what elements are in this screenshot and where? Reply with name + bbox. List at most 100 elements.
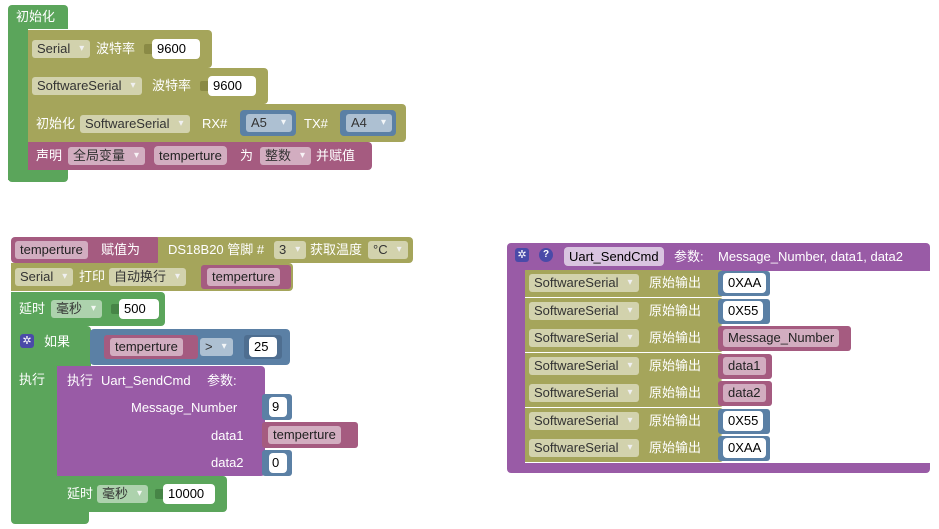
raw-output-value[interactable]: 0X55 (723, 300, 764, 321)
raw-output-value[interactable]: 0XAA (723, 273, 767, 293)
arg-name-data2: data2 (211, 455, 244, 470)
arg-name-data1: data1 (211, 428, 244, 443)
arg-number-block[interactable]: 0 (262, 450, 292, 476)
arg-var-block[interactable]: temperture (262, 422, 358, 448)
raw-output-block[interactable]: SoftwareSerial 原始输出 (525, 380, 723, 407)
arg-message-number-field[interactable]: 9 (269, 397, 287, 417)
setup-hat-label: 初始化 (16, 9, 56, 24)
raw-output-label: 原始输出 (649, 385, 702, 400)
compare-operator-dropdown[interactable]: > (200, 338, 233, 356)
raw-output-port-dropdown[interactable]: SoftwareSerial (529, 356, 639, 375)
temp-unit-dropdown[interactable]: °C (368, 241, 408, 259)
call-name-label: Uart_SendCmd (101, 373, 191, 388)
delay-label: 延时 (19, 301, 46, 316)
raw-output-block[interactable]: SoftwareSerial原始输出 (525, 270, 723, 297)
raw-output-var-block[interactable]: data2 (718, 381, 772, 406)
raw-output-value[interactable]: Message_Number (723, 329, 840, 347)
compare-value-field[interactable]: 25 (249, 337, 277, 357)
softserial-baud-field[interactable]: 9600 (208, 76, 256, 96)
serial-baud-field[interactable]: 9600 (152, 39, 200, 59)
serial-print-block[interactable]: Serial 打印 自动换行 temperture (11, 263, 293, 291)
assign-label: 并赋值 (316, 148, 356, 163)
arg-number-block[interactable]: 9 (262, 394, 292, 420)
compare-variable[interactable]: temperture (110, 338, 183, 356)
inner-delay-label: 延时 (67, 486, 94, 501)
input-notch (155, 489, 163, 499)
softserial-init-block[interactable]: 初始化 SoftwareSerial RX# A5 TX# A4 (28, 104, 406, 142)
inner-delay-block[interactable]: 延时 毫秒 10000 (57, 476, 227, 512)
compare-block[interactable]: temperture > 25 (90, 329, 290, 365)
raw-output-value[interactable]: 0X55 (723, 410, 764, 431)
gear-icon[interactable]: ✲ (20, 334, 34, 348)
raw-output-block[interactable]: SoftwareSerial 原始输出 (525, 435, 723, 462)
arg-data2-field[interactable]: 0 (269, 453, 287, 473)
assign-variable-block[interactable]: temperture 赋值为 (11, 237, 161, 263)
procedure-call-block[interactable]: 执行 Uart_SendCmd 参数: Message_Number data1… (57, 366, 265, 476)
delay-unit-dropdown[interactable]: 毫秒 (51, 300, 103, 318)
delay-value-field[interactable]: 500 (119, 299, 159, 319)
tx-pin-dropdown[interactable]: A4 (346, 114, 392, 132)
if-label: 如果 (44, 334, 71, 349)
raw-output-label: 原始输出 (649, 440, 702, 455)
print-variable[interactable]: temperture (207, 268, 280, 286)
serial-port-dropdown[interactable]: Serial (32, 40, 91, 58)
procedure-params-label: 参数: (674, 249, 704, 264)
raw-output-var-block[interactable]: data1 (718, 353, 772, 379)
print-var-block[interactable]: temperture (201, 265, 291, 289)
variable-name-field[interactable]: temperture (154, 146, 227, 165)
input-notch (200, 81, 208, 91)
gear-icon[interactable]: ✲ (515, 248, 529, 262)
raw-output-port-dropdown[interactable]: SoftwareSerial (529, 301, 639, 320)
raw-output-port-dropdown[interactable]: SoftwareSerial (529, 411, 639, 430)
softserial-init-port-dropdown[interactable]: SoftwareSerial (80, 115, 190, 133)
call-params-label: 参数: (207, 373, 237, 388)
scope-dropdown[interactable]: 全局变量 (68, 147, 146, 165)
call-exec-label: 执行 (67, 373, 94, 388)
raw-output-port-dropdown[interactable]: SoftwareSerial (529, 329, 639, 347)
raw-output-hex-block[interactable]: 0XAA (718, 271, 770, 296)
raw-output-hex-block[interactable]: 0X55 (718, 298, 770, 324)
rx-pin-block[interactable]: A5 (240, 110, 296, 136)
type-dropdown[interactable]: 整数 (260, 147, 312, 165)
inner-delay-value-field[interactable]: 10000 (163, 484, 215, 504)
declare-variable-block[interactable]: 声明 全局变量 temperture 为 整数 并赋值 (28, 142, 372, 170)
serial-baud-block[interactable]: Serial 波特率 9600 (28, 30, 212, 68)
raw-output-port-dropdown[interactable]: SoftwareSerial (529, 439, 639, 457)
ds18b20-pin-dropdown[interactable]: 3 (274, 241, 307, 259)
print-mode-dropdown[interactable]: 自动换行 (109, 268, 187, 286)
ds18b20-read-block[interactable]: DS18B20 管脚 # 3 获取温度 °C (158, 237, 413, 263)
raw-output-port-dropdown[interactable]: SoftwareSerial (529, 384, 639, 402)
inner-delay-unit-dropdown[interactable]: 毫秒 (97, 485, 149, 503)
raw-output-var-block[interactable]: Message_Number (718, 326, 851, 351)
raw-output-value[interactable]: data1 (723, 356, 766, 375)
raw-output-block[interactable]: SoftwareSerial 原始输出 (525, 297, 723, 325)
raw-output-hex-block[interactable]: 0X55 (718, 408, 770, 434)
raw-output-block[interactable]: SoftwareSerial原始输出 (525, 352, 723, 380)
compare-number-block[interactable]: 25 (244, 335, 282, 359)
compare-var-block[interactable]: temperture (104, 335, 198, 359)
assign-variable-name[interactable]: temperture (15, 241, 88, 259)
raw-output-value[interactable]: data2 (723, 384, 766, 402)
raw-output-hex-block[interactable]: 0XAA (718, 436, 770, 461)
procedure-params-list: Message_Number, data1, data2 (718, 249, 904, 264)
procedure-name-field[interactable]: Uart_SendCmd (564, 247, 664, 266)
serial-baud-label: 波特率 (96, 41, 136, 56)
rx-label: RX# (202, 116, 228, 131)
input-notch (111, 304, 119, 314)
arg-data1-variable[interactable]: temperture (268, 426, 341, 444)
assign-label: 赋值为 (101, 242, 141, 257)
softserial-baud-label: 波特率 (152, 78, 192, 93)
delay-block[interactable]: 延时 毫秒 500 (11, 292, 165, 326)
raw-output-value[interactable]: 0XAA (723, 438, 767, 458)
softserial-baud-block[interactable]: SoftwareSerial 波特率 9600 (28, 68, 268, 104)
print-port-dropdown[interactable]: Serial (15, 268, 74, 286)
declare-label: 声明 (36, 148, 63, 163)
raw-output-label: 原始输出 (649, 302, 702, 318)
help-icon[interactable]: ? (539, 248, 553, 262)
rx-pin-dropdown[interactable]: A5 (246, 114, 292, 132)
softserial-port-dropdown[interactable]: SoftwareSerial (32, 77, 142, 95)
tx-pin-block[interactable]: A4 (340, 110, 396, 136)
raw-output-block[interactable]: SoftwareSerial原始输出 (525, 325, 723, 352)
raw-output-block[interactable]: SoftwareSerial原始输出 (525, 407, 723, 435)
raw-output-port-dropdown[interactable]: SoftwareSerial (529, 274, 639, 292)
